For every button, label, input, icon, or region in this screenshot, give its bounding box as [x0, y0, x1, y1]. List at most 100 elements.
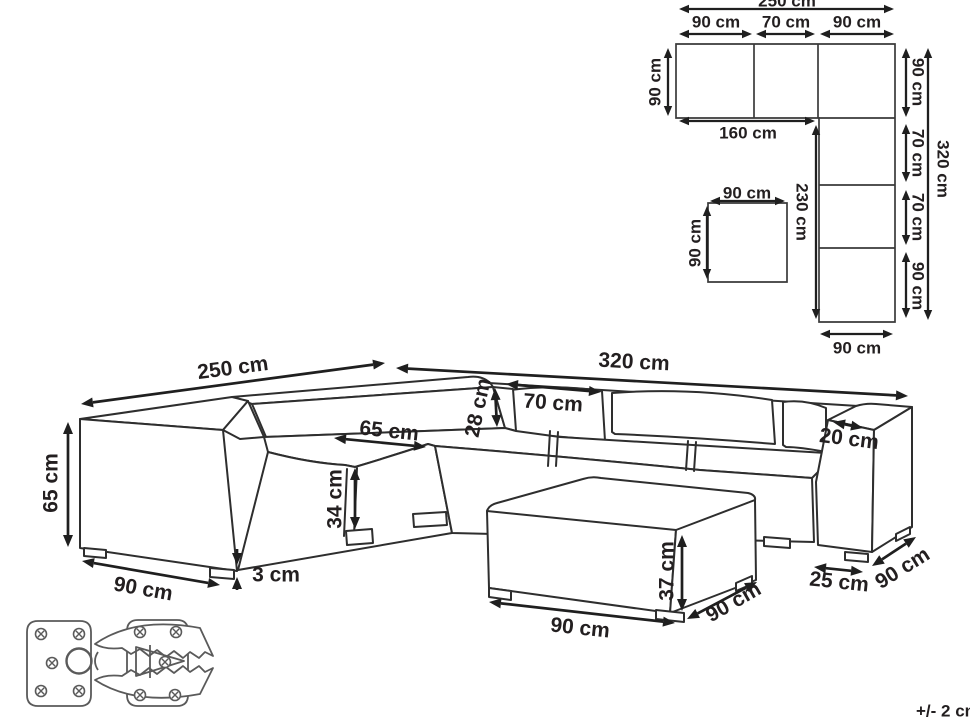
sofa-outline — [488, 587, 512, 601]
dimension-arrow — [702, 206, 712, 279]
sofa-outline — [83, 547, 107, 559]
dimension-arrow — [820, 29, 894, 39]
dimension-arrows — [63, 4, 933, 627]
dimension-arrow — [82, 558, 220, 588]
plan-top-seg-3-label: 90 cm — [833, 12, 881, 31]
plan-bottom-depth-label: 90 cm — [833, 338, 881, 357]
dimension-arrow — [334, 434, 426, 451]
dimension-arrow — [687, 582, 757, 619]
dimension-arrow — [232, 577, 242, 590]
perspective-sofa-drawing — [79, 375, 913, 623]
screw-cross-icon — [75, 630, 83, 638]
sofa-outline — [669, 499, 757, 614]
plan-right-seg-1-label: 90 cm — [909, 58, 928, 106]
main-depth-label: 90 cm — [112, 573, 175, 606]
sofa-outline — [231, 375, 494, 405]
dimension-arrow — [923, 48, 933, 320]
screw-cross-icon — [37, 630, 45, 638]
sofa-outline — [343, 468, 348, 537]
dimension-arrow — [756, 29, 815, 39]
dimension-arrow — [679, 4, 894, 14]
main-right-total-label: 320 cm — [598, 349, 670, 376]
dimension-arrow — [490, 388, 502, 427]
sofa-outline — [209, 567, 235, 580]
connector-part — [135, 646, 185, 677]
plan-left-depth-label: 90 cm — [645, 58, 664, 106]
dimension-arrow — [63, 422, 73, 547]
dimension-arrow — [901, 124, 911, 182]
sofa-outline — [79, 418, 238, 572]
dimension-arrow — [232, 549, 242, 565]
plan-right-seg-3-label: 70 cm — [909, 193, 928, 241]
sofa-outline — [815, 419, 875, 553]
dimension-arrow — [677, 535, 687, 611]
sofa-outline — [555, 431, 559, 467]
dimension-arrow — [833, 419, 863, 431]
main-height-label: 65 cm — [40, 453, 63, 513]
sofa-outline — [871, 406, 913, 553]
main-seat-height-label: 34 cm — [324, 469, 347, 529]
tolerance-note: +/- 2 cm — [916, 701, 970, 720]
dimension-arrow — [901, 48, 911, 117]
dimension-labels: 250 cm 90 cm 70 cm 90 cm 90 cm 160 cm 230 cm 90… — [40, 0, 970, 720]
dimension-arrow — [81, 359, 385, 408]
sofa-outline — [547, 430, 551, 467]
screw-cross-icon — [48, 659, 56, 667]
plan-ottoman-depth-label: 90 cm — [685, 219, 704, 267]
screw-cross-icon — [136, 628, 144, 636]
screw-cross-icon — [172, 628, 180, 636]
main-foot-height-label: 3 cm — [252, 564, 300, 587]
sofa-outline — [655, 609, 685, 623]
sofa-outline — [895, 526, 911, 542]
sofa-outline — [412, 511, 448, 528]
dimension-arrow — [350, 468, 360, 529]
sofa-outline — [345, 528, 374, 546]
plan-overall-height-label: 320 cm — [934, 140, 953, 198]
dimension-arrow — [901, 190, 911, 245]
dimension-arrow — [679, 116, 815, 126]
screw-cross-icon — [75, 687, 83, 695]
dimension-arrow — [396, 363, 908, 401]
main-ottoman-width-label: 90 cm — [549, 614, 611, 643]
dimension-arrow — [820, 329, 893, 339]
screw-cross-icon — [37, 687, 45, 695]
sofa-outline — [763, 536, 791, 549]
sofa-outline — [611, 390, 776, 445]
connector-part — [94, 651, 99, 671]
main-right-depth-label: 90 cm — [871, 543, 934, 594]
plan-inner-width-label: 160 cm — [719, 123, 777, 142]
dimension-arrow — [679, 29, 752, 39]
plan-outline — [707, 202, 788, 283]
screw-cross-icon — [171, 691, 179, 699]
plan-inner-height-label: 230 cm — [793, 183, 812, 241]
plan-right-seg-4-label: 90 cm — [909, 262, 928, 310]
pivot-circle-icon — [65, 647, 93, 675]
dimension-arrow — [710, 196, 785, 206]
connector-part — [26, 620, 92, 707]
main-ottoman-height-label: 37 cm — [656, 541, 679, 601]
dimension-arrow — [814, 563, 863, 576]
sofa-outline — [685, 440, 689, 471]
plan-right-seg-2-label: 70 cm — [909, 129, 928, 177]
sofa-outline — [827, 402, 913, 431]
main-arm-front-label: 25 cm — [808, 568, 870, 597]
dimension-arrow — [663, 48, 673, 116]
screw-cross-icon — [136, 691, 144, 699]
plan-top-seg-2-label: 70 cm — [762, 12, 810, 31]
dimension-arrow — [506, 380, 601, 396]
dimension-arrow — [901, 252, 911, 318]
plan-overall-width-label: 250 cm — [758, 0, 816, 10]
plan-view — [675, 43, 896, 323]
dimension-arrow — [811, 125, 821, 319]
sofa-outline — [486, 510, 677, 614]
sofa-outline — [693, 441, 697, 472]
plan-ottoman-width-label: 90 cm — [723, 183, 771, 202]
main-back-cushion-label: 70 cm — [523, 390, 584, 417]
screw-cross-icon — [161, 658, 169, 666]
dimension-arrow — [872, 537, 916, 566]
connector-part — [94, 623, 214, 659]
connector-clip-icon — [26, 619, 214, 707]
plan-outline — [675, 43, 896, 323]
